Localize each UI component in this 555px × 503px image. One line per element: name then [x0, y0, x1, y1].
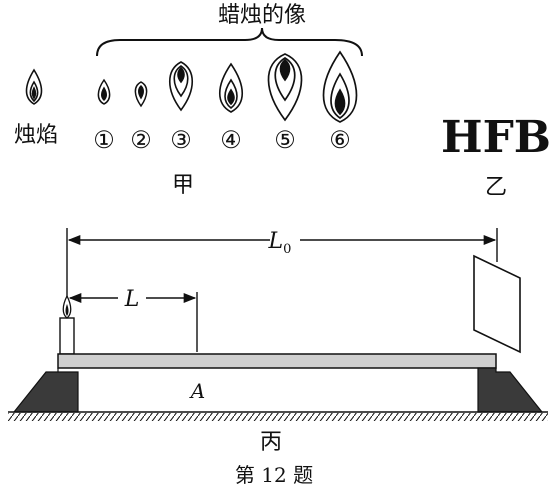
- distance-l0-label: L0: [268, 229, 292, 257]
- image-2-flame-icon: [134, 81, 148, 108]
- image-number-1: ①: [93, 126, 115, 154]
- screen-plate: [473, 254, 521, 354]
- image-number-3: ③: [170, 126, 192, 154]
- image-5-flame-icon: [267, 53, 303, 122]
- image-6-flame-icon: [322, 50, 358, 123]
- candle-icon: [59, 294, 75, 355]
- distance-l-label: L: [124, 287, 140, 312]
- hfb-text: HFB: [441, 112, 551, 163]
- figure-bing-label: 丙: [260, 430, 282, 455]
- image-number-2: ②: [130, 126, 152, 154]
- right-support: [477, 367, 544, 413]
- image-3-flame-icon: [168, 61, 194, 112]
- optical-bench: [57, 353, 497, 369]
- image-number-5: ⑤: [274, 126, 296, 154]
- image-number-4: ④: [220, 126, 242, 154]
- left-support: [12, 368, 79, 413]
- image-1-flame-icon: [97, 78, 111, 105]
- ground-hatch: [8, 413, 548, 421]
- image-4-flame-icon: [218, 62, 244, 113]
- brace: [96, 27, 363, 57]
- candle-flame-icon: [25, 68, 43, 105]
- flame-label: 烛焰: [14, 123, 58, 148]
- figure-jia-label: 甲: [172, 173, 194, 198]
- figure-caption: 第 12 题: [235, 463, 313, 487]
- point-a-label: A: [189, 379, 205, 403]
- brace-title: 蜡烛的像: [218, 3, 306, 28]
- figure-yi-label: 乙: [485, 175, 507, 200]
- image-number-6: ⑥: [329, 126, 351, 154]
